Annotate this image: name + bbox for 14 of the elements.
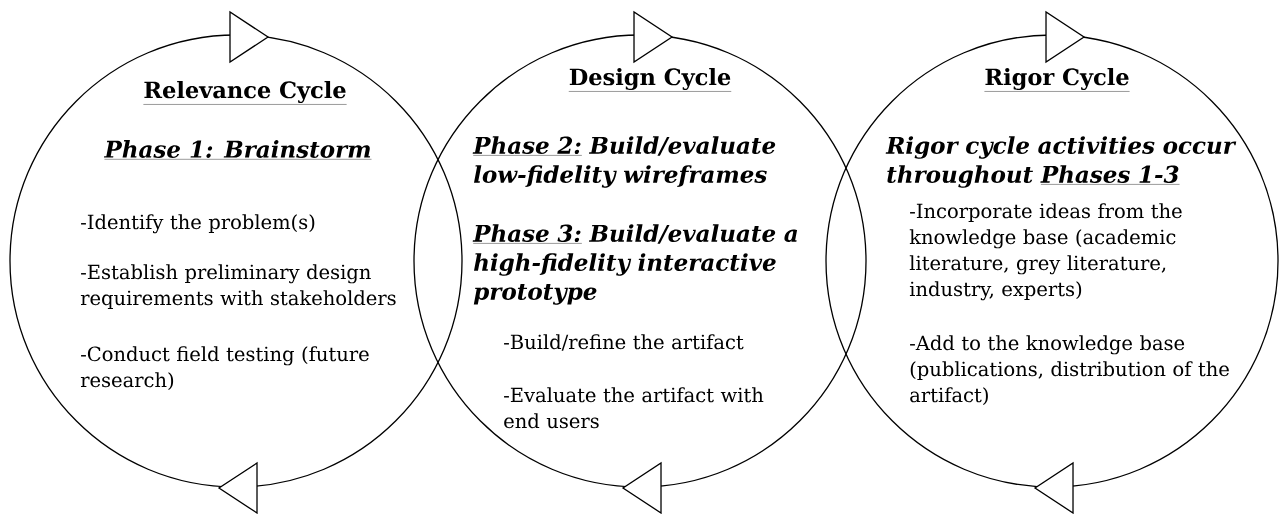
bullet-text: -Establish preliminary design requirements with stakeholders — [80, 264, 396, 310]
cycle-title: Design Cycle — [568, 67, 732, 92]
bullet-text: -Add to the knowledge base (publications, distribution of the artifact) — [910, 335, 1229, 406]
bullet-text: -Identify the problem(s) — [81, 214, 315, 234]
cycle-title: Relevance Cycle — [143, 80, 347, 105]
phase-heading: Phase 3: Build/evaluate a high-fidelity interactive prototype — [472, 224, 798, 305]
bullet-text: -Incorporate ideas from the knowledge base (academic literature, grey literature, industry, experts) — [909, 203, 1182, 301]
bullet-text: -Conduct field testing (future research) — [80, 346, 369, 391]
cycle-title: Rigor Cycle — [984, 67, 1130, 92]
phase-heading: Rigor cycle activities occur throughout Phases 1-3 — [885, 136, 1237, 188]
bullet-text: -Build/refine the artifact — [504, 334, 744, 351]
bullet-text: -Evaluate the artifact with end users — [504, 387, 764, 429]
phase-heading: Phase 1: Brainstorm — [103, 140, 372, 160]
phase-heading: Phase 2: Build/evaluate low-fidelity wireframes — [472, 136, 776, 188]
